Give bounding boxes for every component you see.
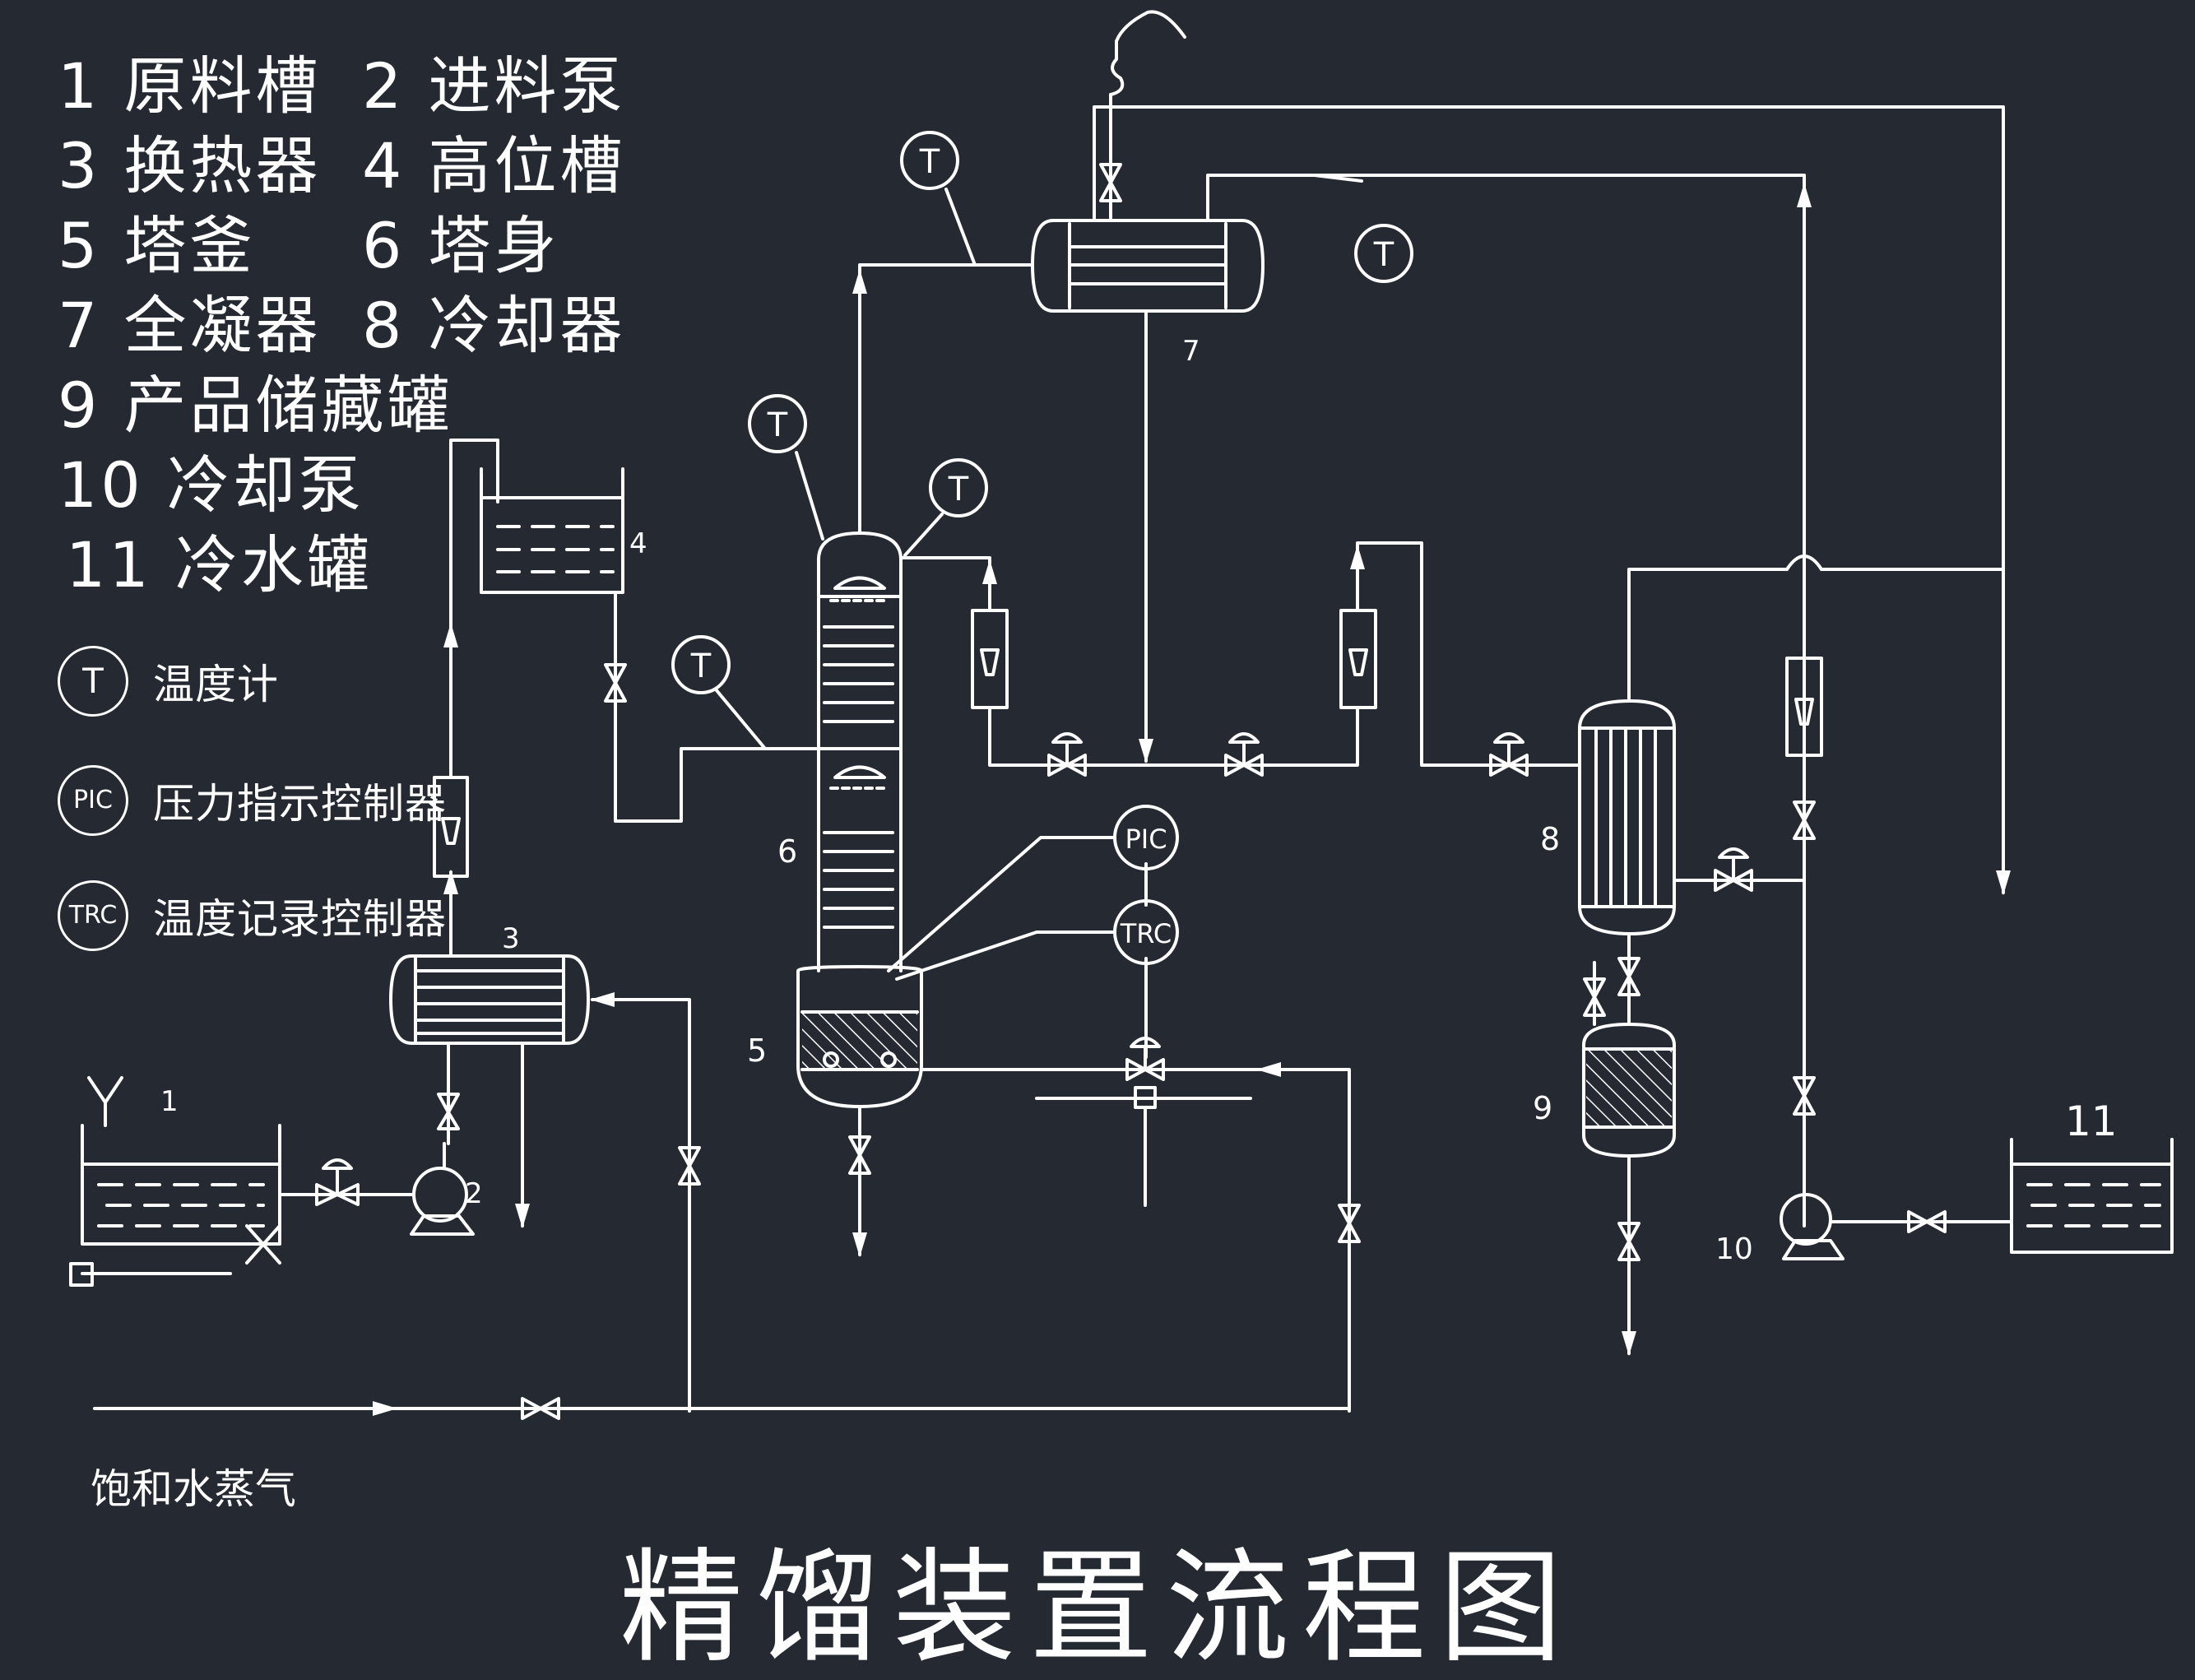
svg-text:T: T [919,143,940,181]
legend-item-9: 9 产品储藏罐 [58,369,453,442]
pic-controller-icon: PIC [1113,805,1179,870]
page-title: 精馏装置流程图 [619,1537,1575,1680]
thermometer-reflux-icon: T [929,458,988,517]
thermometer-feed-icon: T [671,635,731,694]
equipment-number-3: 3 [502,922,520,955]
svg-text:T: T [767,406,788,444]
svg-text:PIC: PIC [1125,824,1167,855]
equipment-number-4: 4 [629,527,647,560]
equipment-number-10: 10 [1715,1232,1753,1266]
equipment-number-9: 9 [1533,1090,1552,1126]
legend-item-6: 6 塔身 [362,209,560,282]
equipment-number-6: 6 [777,833,797,870]
head-tank-4 [480,467,624,594]
legend-item-11: 11 冷水罐 [66,528,373,601]
cold-water-tank-11 [2010,1138,2174,1254]
equipment-number-11: 11 [2065,1098,2118,1145]
thermometer-cooling-water-icon: T [1354,224,1413,283]
legend-item-10: 10 冷却泵 [58,448,364,522]
equipment-number-7: 7 [1182,335,1200,368]
condenser-7 [1031,219,1265,313]
legend-item-4: 4 高位槽 [362,129,626,202]
product-tank-9 [1582,1023,1676,1158]
thermometer-symbol-icon: T [58,646,128,717]
cooler-8 [1578,699,1676,935]
svg-text:T: T [1373,236,1394,274]
svg-text:TRC: TRC [1120,918,1172,949]
svg-text:T: T [690,647,712,685]
legend-item-7: 7 全凝器 [58,289,322,362]
pic-symbol-icon: PIC [58,765,128,836]
cooling-pump-10 [1780,1193,1845,1260]
legend-item-3: 3 换热器 [58,129,322,202]
svg-text:T: T [948,471,969,508]
feed-tank-1 [69,1076,281,1287]
trc-symbol-icon: TRC [58,880,128,951]
legend-item-1: 1 原料槽 [58,49,322,123]
process-flow-diagram: T T T T T PIC TRC 1 2 3 4 5 6 7 8 9 10 1… [69,10,2174,1420]
legend-item-8: 8 冷却器 [362,289,626,362]
trc-controller-icon: TRC [1113,899,1179,965]
equipment-number-5: 5 [747,1033,767,1069]
equipment-number-8: 8 [1540,821,1560,857]
legend-item-5: 5 塔釜 [58,209,256,282]
column-6 [817,531,903,972]
steam-inlet-label: 饱和水蒸气 [90,1465,296,1513]
legend-item-2: 2 进料泵 [362,49,626,123]
reboiler-5 [796,965,923,1108]
thermometer-top-condenser-icon: T [900,131,959,190]
thermometer-column-top-icon: T [748,394,807,453]
heat-exchanger-3 [389,954,590,1045]
equipment-number-2: 2 [465,1177,483,1210]
equipment-number-1: 1 [160,1085,179,1118]
feed-pump-2 [410,1142,475,1236]
